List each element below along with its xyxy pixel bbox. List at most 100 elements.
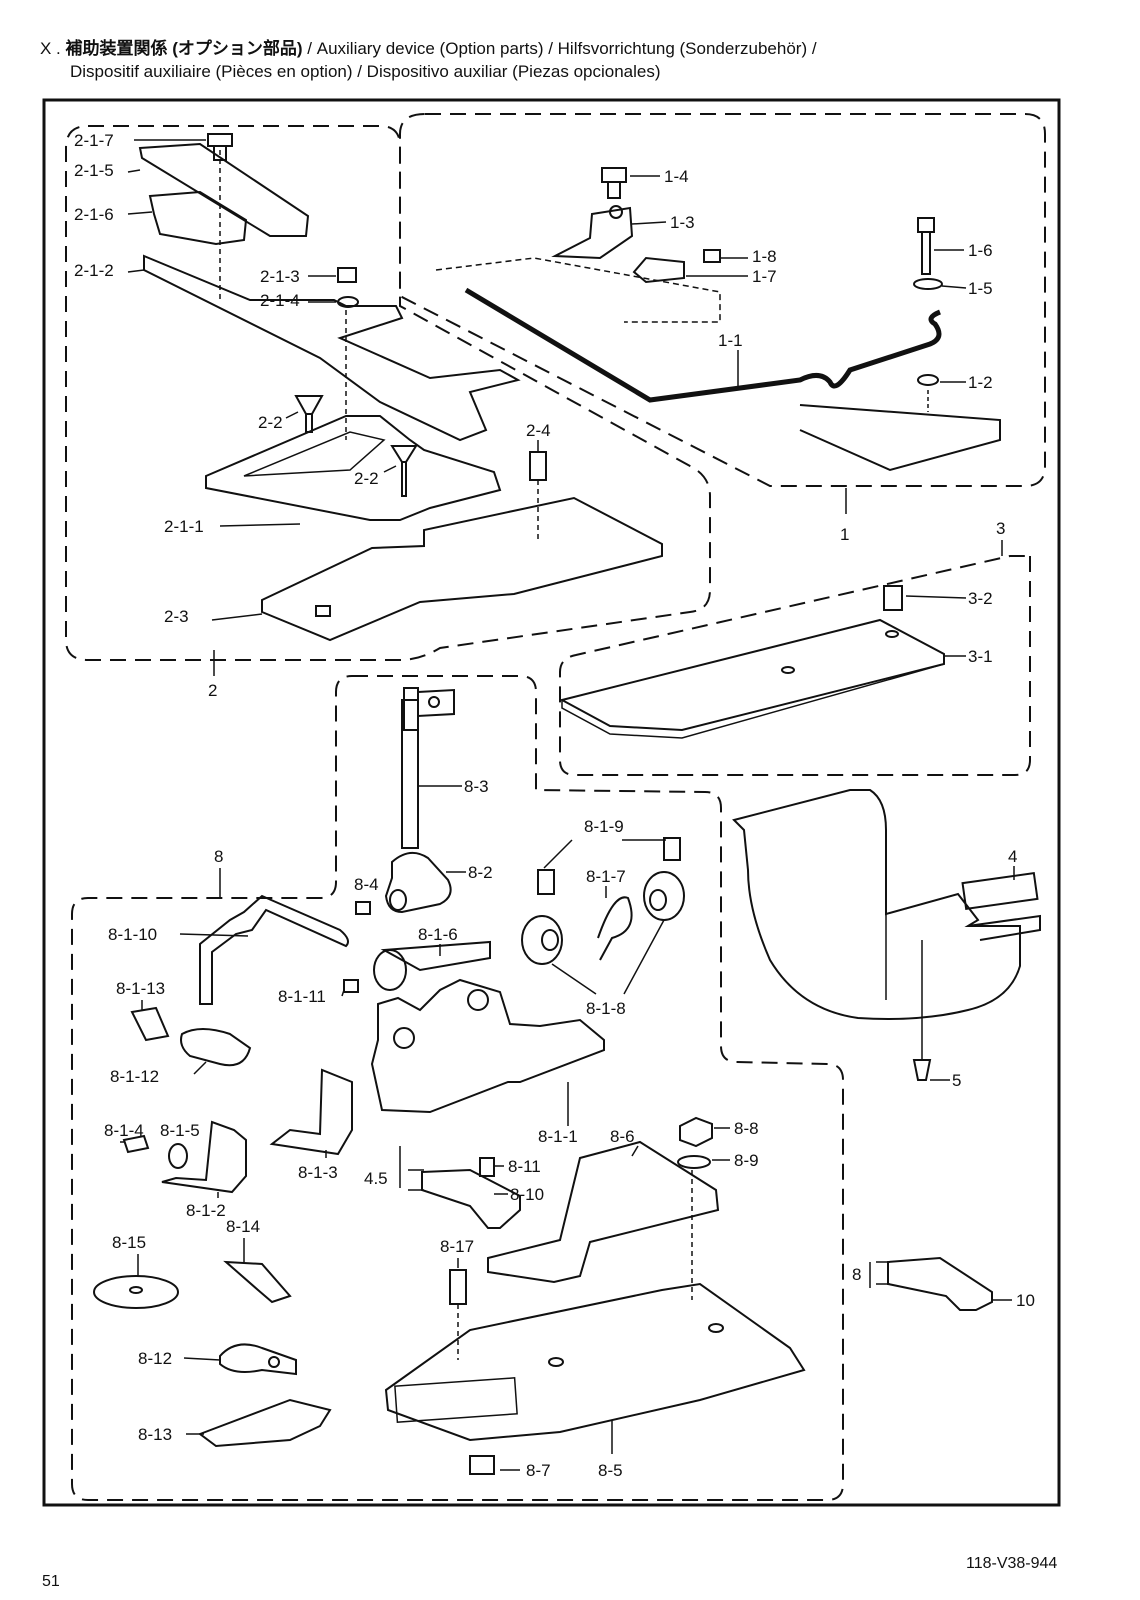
part-1-2-washer (917, 374, 939, 386)
label-3: 3 (996, 519, 1005, 538)
label-8-1-1: 8-1-1 (538, 1127, 578, 1146)
part-8-1-13-spring (130, 1006, 170, 1042)
label-8-10: 8-10 (510, 1185, 544, 1204)
part-8-1-9-screw-right (663, 837, 681, 861)
part-2-1-2-scale (143, 254, 521, 442)
part-2-2a-screw (294, 395, 324, 433)
part-2-1-6-guide (148, 190, 248, 246)
label-4-5-dim: 4.5 (364, 1169, 388, 1188)
section-title: X . 補助装置関係 (オプション部品) / Auxiliary device … (40, 34, 817, 59)
group-3-outline (559, 555, 1031, 776)
label-2-3: 2-3 (164, 607, 189, 626)
part-3-drawing (559, 585, 945, 739)
part-1-3-clamp (551, 206, 634, 260)
label-8-14: 8-14 (226, 1217, 260, 1236)
part-2-3-plate (261, 496, 663, 642)
document-code: 118-V38-944 (966, 1555, 1058, 1572)
part-1-4-screw (601, 167, 627, 199)
part-8-drawing (93, 687, 806, 1475)
part-4-drawing (732, 789, 1041, 1081)
group-8-outline (71, 675, 844, 1501)
label-1-6: 1-6 (968, 241, 993, 260)
group-2-outline (65, 125, 711, 661)
label-8-1-10: 8-1-10 (108, 925, 157, 944)
label-8-1-12: 8-1-12 (110, 1067, 159, 1086)
part-8-1-3-bracket (269, 1068, 353, 1156)
part-8-15-disc (93, 1275, 179, 1309)
label-1-1: 1-1 (718, 331, 743, 350)
label-8-12: 8-12 (138, 1349, 172, 1368)
label-8-9: 8-9 (734, 1151, 759, 1170)
label-8-dim: 8 (852, 1265, 861, 1284)
label-8-1-8: 8-1-8 (586, 999, 626, 1018)
label-1-3: 1-3 (670, 213, 695, 232)
label-8: 8 (214, 847, 223, 866)
part-8-1-4-screw (122, 1134, 150, 1154)
label-1-2: 1-2 (968, 373, 993, 392)
part-8-1-10-crank (199, 894, 349, 1005)
part-8-12-tool (219, 1343, 297, 1376)
label-8-15: 8-15 (112, 1233, 146, 1252)
part-8-3-rod (401, 699, 419, 849)
part-4-cover (732, 789, 1021, 1020)
label-8-2: 8-2 (468, 863, 493, 882)
part-3-2-screw (883, 585, 903, 611)
label-8-6: 8-6 (610, 1127, 635, 1146)
part-8-2-elbow (384, 851, 452, 914)
part-8-14-blade (223, 1260, 292, 1304)
diagram-frame (42, 98, 1061, 1507)
label-8-3: 8-3 (464, 777, 489, 796)
label-2-1-7: 2-1-7 (74, 131, 114, 150)
part-2-drawing (138, 133, 663, 642)
label-2-1-5: 2-1-5 (74, 161, 114, 180)
section-title-ja: 補助装置関係 (オプション部品) (65, 39, 303, 58)
label-1-5: 1-5 (968, 279, 993, 298)
part-8-1-7-spring (597, 896, 633, 961)
label-8-1-3: 8-1-3 (298, 1163, 338, 1182)
part-8-6-plate (487, 1140, 720, 1284)
label-2-1-3: 2-1-3 (260, 267, 300, 286)
part-2-1-3-screw (337, 267, 357, 283)
part-2-1-5-slider (138, 142, 310, 237)
part-8-5-base (384, 1282, 806, 1442)
section-title-multilang: / Auxiliary device (Option parts) / Hilf… (302, 39, 817, 58)
label-2-1-2: 2-1-2 (74, 261, 114, 280)
label-1-7: 1-7 (752, 267, 777, 286)
group-1-outline (399, 113, 1046, 487)
label-8-13: 8-13 (138, 1425, 172, 1444)
part-8-1-11-screw (343, 979, 359, 993)
label-5: 5 (952, 1071, 961, 1090)
label-8-1-9: 8-1-9 (584, 817, 624, 836)
part-8-1-5-washer (168, 1143, 188, 1169)
label-2-2b: 2-2 (354, 469, 379, 488)
label-8-1-6: 8-1-6 (418, 925, 458, 944)
label-3-1: 3-1 (968, 647, 993, 666)
part-1-drawing (435, 167, 1001, 472)
label-8-1-4: 8-1-4 (104, 1121, 144, 1140)
label-8-5: 8-5 (598, 1461, 623, 1480)
label-8-1-13: 8-1-13 (116, 979, 165, 998)
label-3-2: 3-2 (968, 589, 993, 608)
label-2: 2 (208, 681, 217, 700)
part-10-foot (887, 1256, 993, 1311)
label-1-8: 1-8 (752, 247, 777, 266)
part-2-1-7-screw (207, 133, 233, 161)
part-10-drawing (887, 1256, 993, 1311)
part-1-1-rod (464, 287, 942, 403)
part-8-1-6-pin (380, 940, 491, 972)
part-8-1-1-block (370, 978, 605, 1114)
part-2-1-4-washer (337, 296, 359, 308)
part-8-1-2-bracket (161, 1120, 247, 1194)
label-8-4: 8-4 (354, 875, 379, 894)
part-1-6-bolt (917, 217, 935, 275)
label-2-1-1: 2-1-1 (164, 517, 204, 536)
section-title-line2: Dispositif auxiliaire (Pièces en option)… (70, 62, 661, 81)
section-prefix: X . (40, 39, 66, 58)
label-8-1-11: 8-1-11 (278, 987, 326, 1006)
part-8-11-screw (479, 1157, 495, 1177)
part-8-1-9-screw-left (537, 869, 555, 895)
part-8-7-screw (469, 1455, 495, 1475)
part-1-plate (799, 404, 1001, 472)
label-8-11: 8-11 (508, 1157, 541, 1176)
label-8-8: 8-8 (734, 1119, 759, 1138)
